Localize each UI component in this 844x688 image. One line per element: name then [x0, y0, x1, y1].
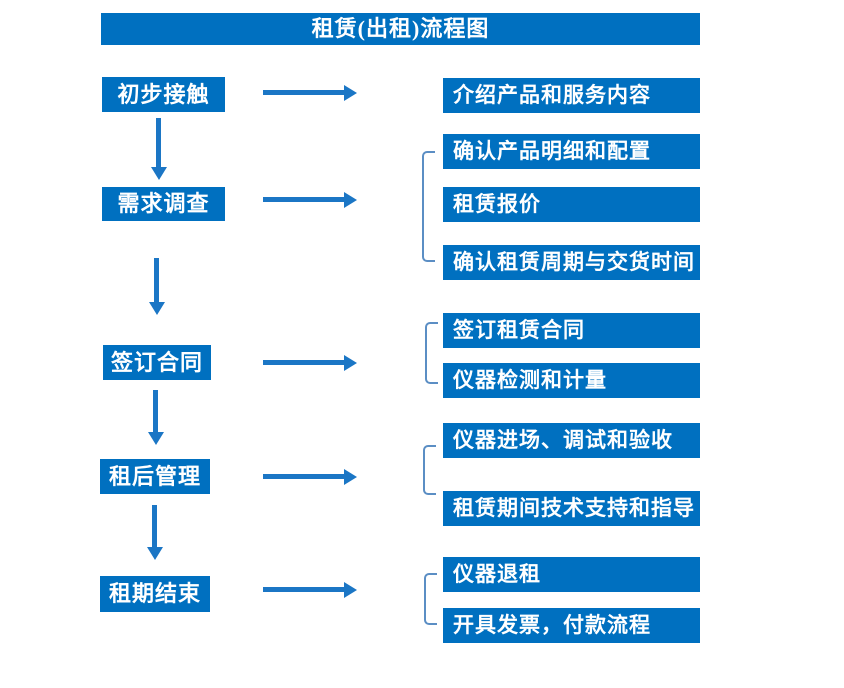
- output-box: 签订租赁合同: [443, 313, 700, 348]
- right-arrow-head: [344, 191, 357, 208]
- output-box: 租赁报价: [443, 187, 700, 222]
- down-arrow-stem: [153, 390, 158, 432]
- output-box: 确认租赁周期与交货时间: [443, 245, 700, 280]
- group-bracket: [424, 573, 437, 625]
- output-box: 确认产品明细和配置: [443, 134, 700, 169]
- down-arrow-icon: [146, 505, 163, 560]
- output-box: 介绍产品和服务内容: [443, 78, 700, 113]
- right-arrow-stem: [263, 360, 344, 365]
- output-box: 仪器退租: [443, 557, 700, 592]
- right-arrow-stem: [263, 474, 344, 479]
- down-arrow-icon: [147, 390, 164, 445]
- down-arrow-stem: [156, 118, 161, 167]
- group-bracket: [422, 151, 435, 262]
- right-arrow-stem: [263, 587, 344, 592]
- down-arrow-head: [150, 167, 167, 180]
- right-arrow-icon: [263, 354, 357, 371]
- down-arrow-icon: [148, 258, 165, 315]
- step-box-demand-survey: 需求调查: [102, 187, 225, 221]
- right-arrow-head: [344, 581, 357, 598]
- right-arrow-icon: [263, 468, 357, 485]
- down-arrow-head: [147, 432, 164, 445]
- right-arrow-stem: [263, 90, 344, 95]
- output-box: 仪器检测和计量: [443, 363, 700, 398]
- flow-title: 租赁(出租)流程图: [101, 13, 700, 45]
- down-arrow-stem: [152, 505, 157, 547]
- right-arrow-stem: [263, 197, 344, 202]
- step-box-initial-contact: 初步接触: [102, 77, 225, 112]
- output-box: 租赁期间技术支持和指导: [443, 491, 700, 526]
- step-box-sign-contract: 签订合同: [103, 345, 211, 380]
- step-box-lease-end: 租期结束: [100, 576, 210, 612]
- right-arrow-head: [344, 468, 357, 485]
- down-arrow-stem: [154, 258, 159, 302]
- group-bracket: [423, 445, 436, 495]
- step-box-post-rental-management: 租后管理: [100, 459, 210, 494]
- output-box: 仪器进场、调试和验收: [443, 423, 700, 458]
- group-bracket: [425, 322, 438, 384]
- right-arrow-icon: [263, 84, 357, 101]
- right-arrow-icon: [263, 581, 357, 598]
- down-arrow-head: [148, 302, 165, 315]
- down-arrow-head: [146, 547, 163, 560]
- output-box: 开具发票，付款流程: [443, 608, 700, 643]
- right-arrow-head: [344, 354, 357, 371]
- right-arrow-head: [344, 84, 357, 101]
- down-arrow-icon: [150, 118, 167, 180]
- right-arrow-icon: [263, 191, 357, 208]
